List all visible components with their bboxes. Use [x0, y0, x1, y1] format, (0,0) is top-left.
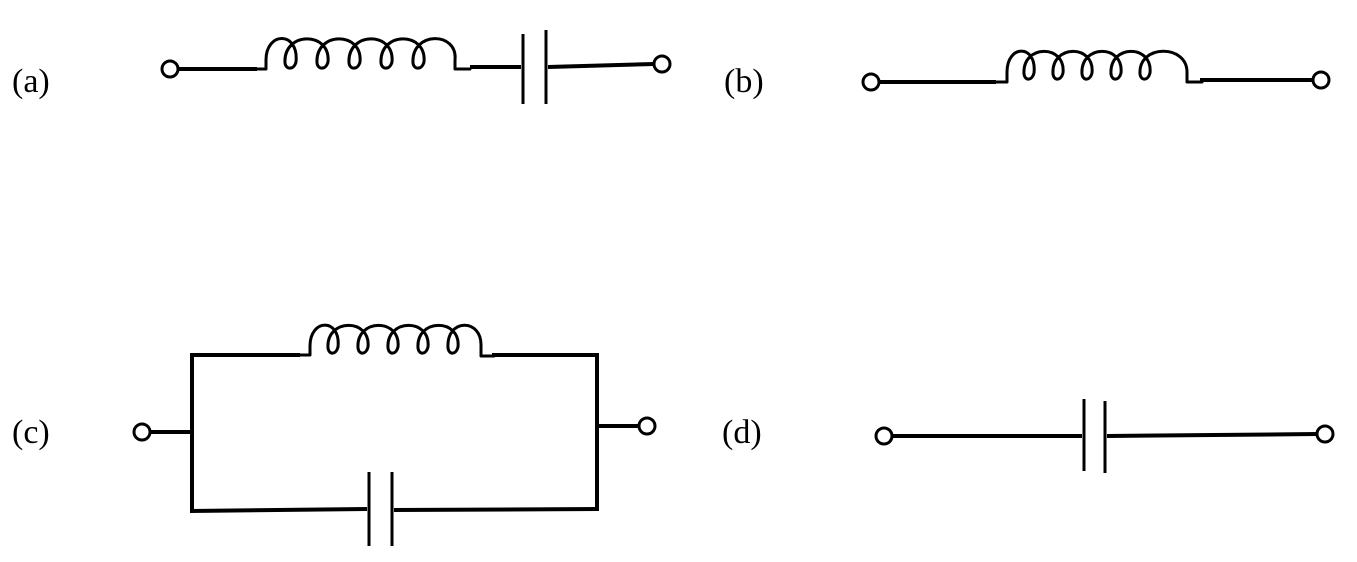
terminal-d-right: [1315, 424, 1335, 444]
terminal-a-left: [160, 59, 180, 79]
inductor-b: [992, 49, 1204, 84]
wire-d-right: [1106, 432, 1318, 438]
terminal-c-left: [132, 422, 152, 442]
panel-d: (d): [722, 399, 1335, 473]
inductor-a: [253, 37, 472, 71]
wire-c-bottom-right: [393, 507, 600, 512]
panel-b: (b): [724, 49, 1331, 100]
terminal-a-right: [652, 54, 672, 74]
wire-a-right: [547, 62, 655, 69]
terminal-b-right: [1311, 70, 1331, 90]
panel-b-label: (b): [724, 63, 764, 100]
panel-c: (c): [12, 323, 657, 546]
terminal-b-left: [861, 72, 881, 92]
panel-a: (a): [12, 30, 672, 104]
panel-d-label: (d): [722, 414, 762, 451]
panel-c-label: (c): [12, 414, 50, 451]
terminal-c-right: [637, 416, 657, 436]
inductor-c: [296, 323, 496, 358]
panel-a-label: (a): [12, 63, 50, 100]
terminal-d-left: [874, 426, 894, 446]
wire-c-bottom-left: [189, 507, 368, 513]
